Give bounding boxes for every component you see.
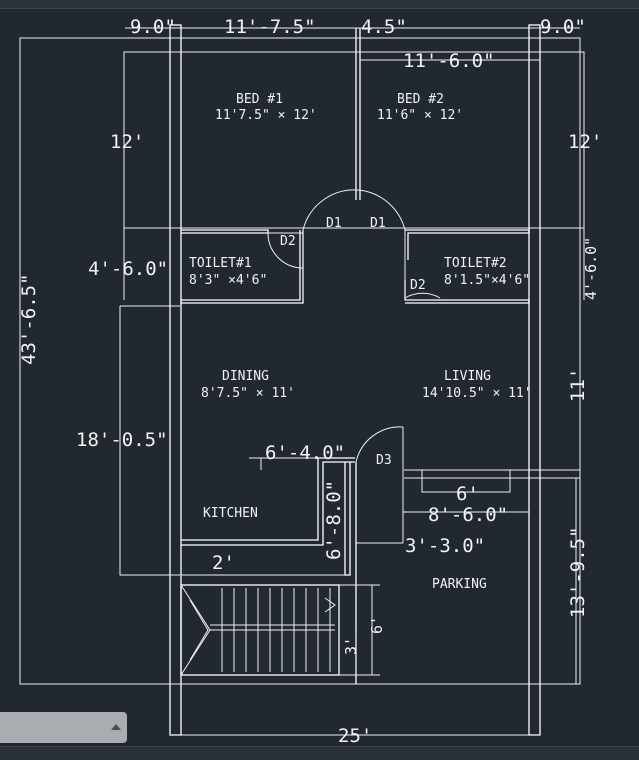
room-parking-name: PARKING — [432, 577, 487, 592]
dim-parking-height: 13'-9.5" — [567, 526, 589, 618]
dim-stair-length: 6' — [368, 616, 386, 634]
dim-top-left: 9.0" — [130, 16, 176, 38]
room-dining-name: DINING — [222, 369, 269, 384]
dim-top-mid: 4.5" — [361, 16, 407, 38]
room-toilet2-size: 8'1.5"×4'6" — [444, 273, 530, 288]
room-living-size: 14'10.5" × 11' — [422, 386, 532, 401]
caret-up-icon[interactable] — [111, 724, 121, 730]
dim-kitchen-counter: 2' — [212, 552, 235, 574]
dim-dining-height: 18'-0.5" — [76, 429, 168, 451]
room-bed2-name: BED #2 — [397, 92, 444, 107]
dim-stair-width: 3' — [342, 637, 360, 655]
door-d2-left: D2 — [280, 234, 296, 249]
dim-kitchen-depth: 6'-8.0" — [323, 480, 345, 560]
room-bed2-size: 11'6" × 12' — [377, 108, 463, 123]
room-kitchen-name: KITCHEN — [203, 506, 258, 521]
status-bar — [0, 746, 639, 760]
dim-total-width: 25' — [338, 725, 372, 747]
room-living-name: LIVING — [444, 369, 491, 384]
door-d3: D3 — [376, 453, 392, 468]
dim-top-right: 9.0" — [540, 16, 586, 38]
top-toolbar — [0, 0, 639, 9]
dimension-lines — [19, 27, 585, 736]
command-dropdown[interactable] — [0, 712, 127, 743]
dim-parking-offset: 3'-3.0" — [405, 535, 485, 557]
dim-bed2-width: 11'-6.0" — [403, 50, 495, 72]
door-d1-left: D1 — [326, 216, 342, 231]
dim-toilet-height-left: 4'-6.0" — [88, 258, 168, 280]
staircase — [180, 584, 380, 676]
dim-step-width: 6' — [456, 483, 479, 505]
door-d2-right: D2 — [410, 278, 426, 293]
room-toilet1-size: 8'3" ×4'6" — [189, 273, 267, 288]
room-toilet1-name: TOILET#1 — [189, 256, 252, 271]
dim-living-height: 11' — [567, 368, 589, 402]
dim-total-height: 43'-6.5" — [18, 273, 40, 365]
kitchen-walls — [181, 457, 355, 576]
dim-top-bed1: 11'-7.5" — [224, 16, 316, 38]
dim-parking-width: 8'-6.0" — [428, 504, 508, 526]
dim-bed-height-right: 12' — [568, 131, 602, 153]
room-bed1-name: BED #1 — [236, 92, 283, 107]
room-dining-size: 8'7.5" × 11' — [201, 386, 295, 401]
room-bed1-size: 11'7.5" × 12' — [215, 108, 317, 123]
dim-toilet-height-right: 4'-6.0" — [582, 237, 600, 300]
d1-double-door — [302, 189, 406, 300]
parking-step — [403, 469, 529, 513]
door-d1-right: D1 — [370, 216, 386, 231]
room-toilet2-name: TOILET#2 — [444, 256, 507, 271]
dim-bed-height-left: 12' — [110, 131, 144, 153]
dim-kitchen-width: 6'-4.0" — [265, 442, 345, 464]
